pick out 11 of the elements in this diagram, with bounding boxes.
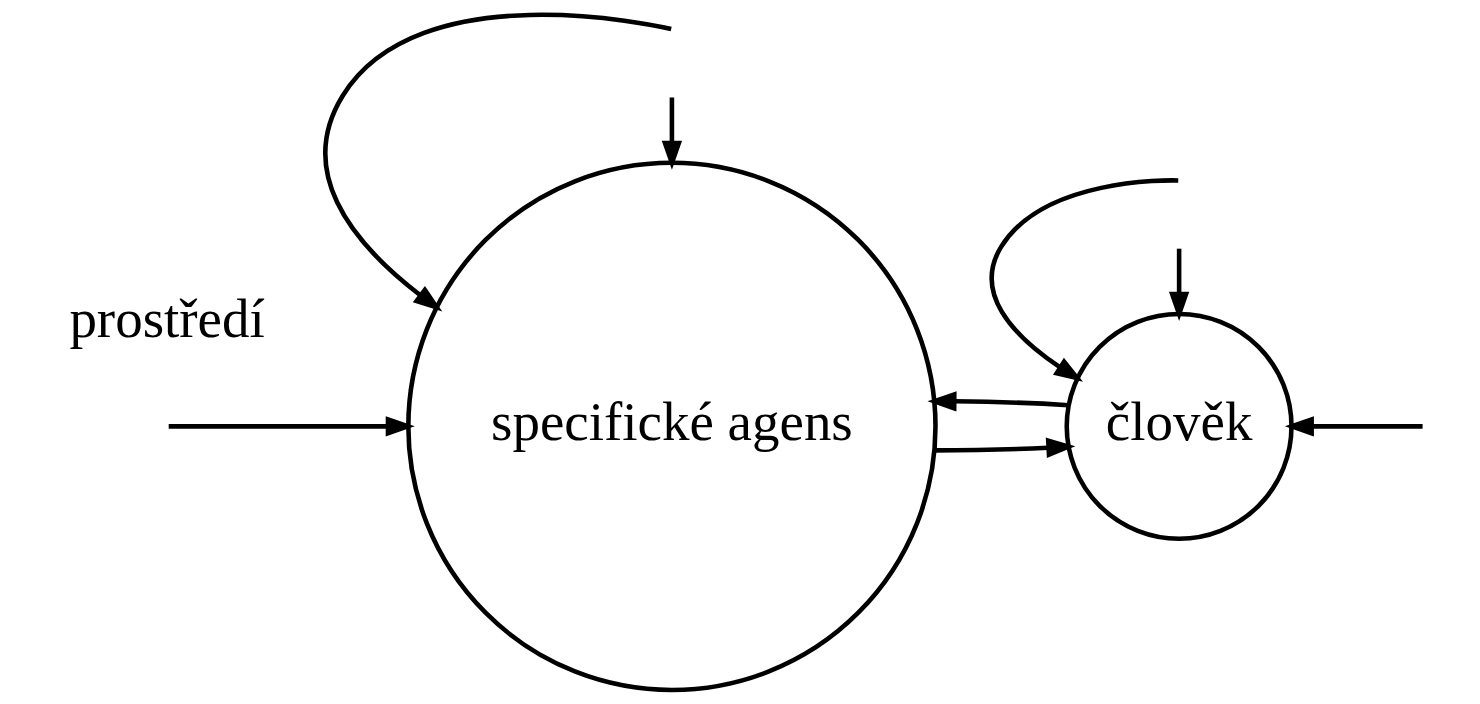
arrow <box>933 437 1075 458</box>
arrow <box>1284 416 1423 437</box>
node-circle: specifické agens <box>405 160 938 693</box>
node-circle: člověk <box>1063 311 1294 542</box>
arrow <box>168 416 415 437</box>
arrow <box>322 12 672 312</box>
arrow <box>926 391 1069 412</box>
arrow <box>1168 248 1189 321</box>
arrow <box>989 178 1178 382</box>
label: prostředí <box>68 288 265 350</box>
arrow <box>661 97 682 170</box>
